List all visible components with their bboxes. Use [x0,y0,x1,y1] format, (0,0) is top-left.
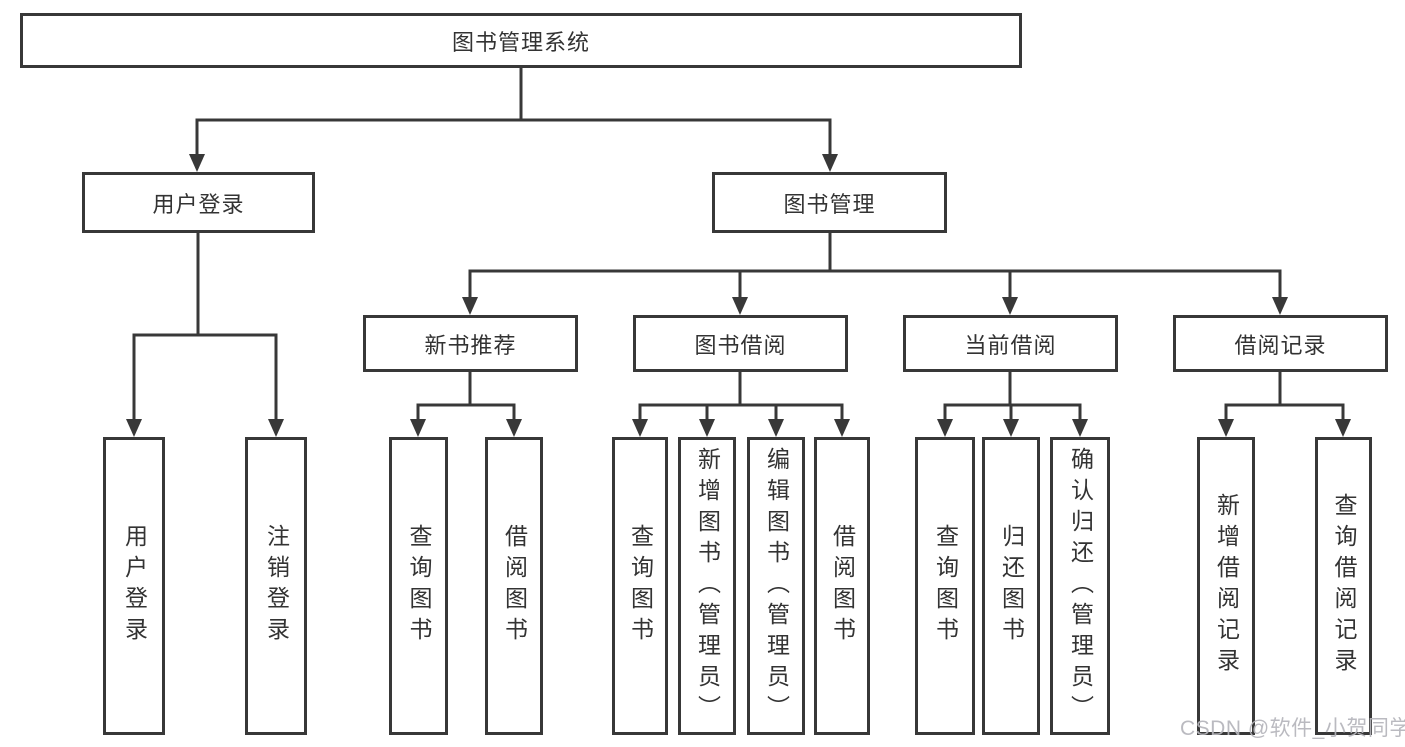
node-borrowing-records: 借阅记录 [1173,315,1388,372]
node-label: 借阅记录 [1234,332,1327,358]
node-label: 新增借阅记录 [1213,493,1240,679]
node-label: 编辑图书（管理员） [763,446,790,726]
leaf-edit-books-admin: 编辑图书（管理员） [747,437,805,735]
node-current-borrowing: 当前借阅 [903,315,1118,372]
leaf-query-books-borrowing: 查询图书 [612,437,668,735]
leaf-add-borrow-record: 新增借阅记录 [1197,437,1255,735]
node-label: 用户登录 [152,191,245,217]
node-label: 当前借阅 [964,332,1057,358]
leaf-borrow-books: 借阅图书 [814,437,870,735]
node-library-management-system: 图书管理系统 [20,13,1022,68]
node-label: 查询借阅记录 [1331,493,1357,679]
node-label: 注销登录 [263,524,290,648]
node-label: 图书借阅 [694,332,787,358]
node-book-borrowing: 图书借阅 [633,315,848,372]
leaf-confirm-return-admin: 确认归还（管理员） [1050,437,1110,735]
node-label: 图书管理系统 [451,29,590,55]
node-label: 用户登录 [121,524,148,648]
node-label: 查询图书 [406,524,432,648]
node-label: 借阅图书 [829,524,856,648]
node-label: 新书推荐 [424,332,517,358]
leaf-return-books: 归还图书 [982,437,1040,735]
leaf-query-books-current: 查询图书 [915,437,975,735]
node-label: 归还图书 [998,524,1025,648]
node-label: 图书管理 [783,191,876,217]
node-label: 查询图书 [932,524,959,648]
node-new-book-recommend: 新书推荐 [363,315,578,372]
node-label: 新增图书（管理员） [694,446,721,726]
leaf-query-books-recommend: 查询图书 [389,437,448,735]
node-book-management: 图书管理 [712,172,947,233]
leaf-logout: 注销登录 [245,437,307,735]
leaf-add-books-admin: 新增图书（管理员） [678,437,736,735]
node-user-login: 用户登录 [82,172,315,233]
node-label: 借阅图书 [501,524,528,648]
node-label: 查询图书 [627,524,654,648]
leaf-borrow-books-recommend: 借阅图书 [485,437,543,735]
leaf-user-login: 用户登录 [103,437,165,735]
node-label: 确认归还（管理员） [1067,446,1094,726]
csdn-watermark: CSDN @软件_小贺同学 [1180,717,1405,740]
leaf-query-borrow-record: 查询借阅记录 [1315,437,1372,735]
